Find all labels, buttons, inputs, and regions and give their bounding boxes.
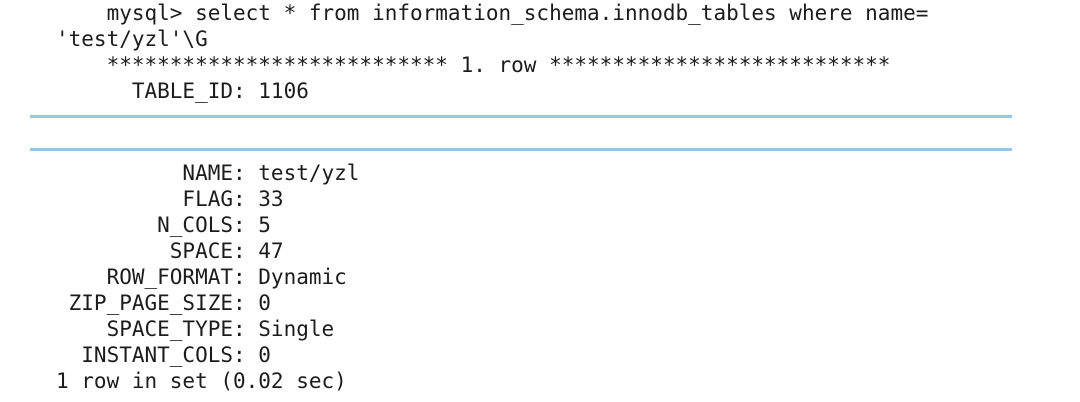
field-line-space: SPACE: 47 [56, 239, 284, 263]
field-line-zip-page-size: ZIP_PAGE_SIZE: 0 [56, 291, 271, 315]
field-line-space-type: SPACE_TYPE: Single [56, 317, 335, 341]
field-line-flag: FLAG: 33 [56, 187, 284, 211]
mysql-prompt-continuation-line: 'test/yzl'\G [56, 27, 208, 51]
field-line-name: NAME: test/yzl [56, 161, 360, 185]
horizontal-rule-bottom [30, 148, 1012, 151]
field-line-table-id: TABLE_ID: 1106 [56, 79, 309, 103]
mysql-prompt-line: mysql> select * from information_schema.… [56, 1, 929, 25]
result-status-line: 1 row in set (0.02 sec) [56, 369, 347, 393]
horizontal-rule-top [30, 115, 1012, 118]
field-line-n-cols: N_COLS: 5 [56, 213, 271, 237]
row-banner: *************************** 1. row *****… [56, 53, 891, 77]
field-line-row-format: ROW_FORMAT: Dynamic [56, 265, 347, 289]
field-line-instant-cols: INSTANT_COLS: 0 [56, 343, 271, 367]
